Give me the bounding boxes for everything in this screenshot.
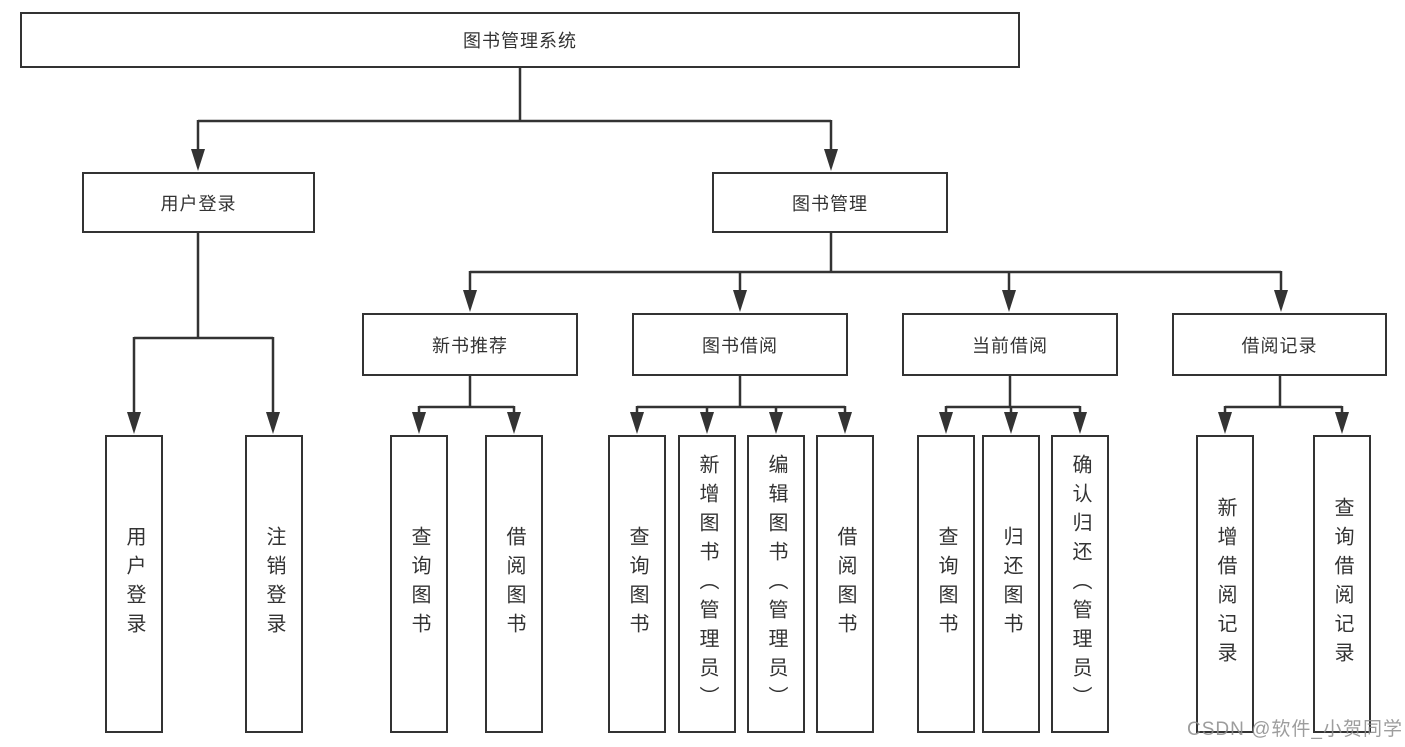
leaf-borrow-book: 借阅图书 bbox=[485, 435, 543, 733]
leaf-add-borrow-record: 新增借阅记录 bbox=[1196, 435, 1254, 733]
leaf-confirm-return-admin: 确认归还（管理员） bbox=[1051, 435, 1109, 733]
watermark: CSDN @软件_小贺同学 bbox=[1187, 719, 1403, 740]
node-current-borrowing: 当前借阅 bbox=[902, 313, 1118, 376]
leaf-add-book-admin: 新增图书（管理员） bbox=[678, 435, 736, 733]
leaf-return-book: 归还图书 bbox=[982, 435, 1040, 733]
leaf-query-borrow-record: 查询借阅记录 bbox=[1313, 435, 1371, 733]
node-book-management: 图书管理 bbox=[712, 172, 948, 233]
node-user-login: 用户登录 bbox=[82, 172, 315, 233]
node-book-borrowing: 图书借阅 bbox=[632, 313, 848, 376]
leaf-user-login: 用户登录 bbox=[105, 435, 163, 733]
arrowheads bbox=[127, 149, 1349, 434]
leaf-logout: 注销登录 bbox=[245, 435, 303, 733]
leaf-query-book: 查询图书 bbox=[608, 435, 666, 733]
leaf-edit-book-admin: 编辑图书（管理员） bbox=[747, 435, 805, 733]
node-root-library-system: 图书管理系统 bbox=[20, 12, 1020, 68]
leaf-query-book: 查询图书 bbox=[917, 435, 975, 733]
leaf-query-book: 查询图书 bbox=[390, 435, 448, 733]
node-new-book-recommendation: 新书推荐 bbox=[362, 313, 578, 376]
leaf-borrow-book: 借阅图书 bbox=[816, 435, 874, 733]
node-borrowing-records: 借阅记录 bbox=[1172, 313, 1387, 376]
